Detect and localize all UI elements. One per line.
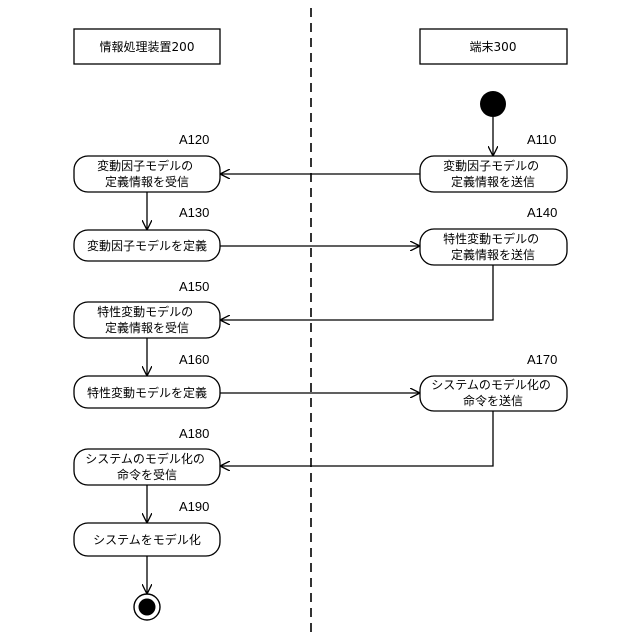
step-id-a140: A140 bbox=[527, 205, 557, 220]
step-id-a120: A120 bbox=[179, 132, 209, 147]
step-id-a170: A170 bbox=[527, 352, 557, 367]
action-a180-line-2: 命令を受信 bbox=[117, 467, 177, 482]
action-a190-line-1: システムをモデル化 bbox=[93, 532, 201, 547]
lane-header-left: 情報処理装置200 bbox=[100, 40, 195, 54]
step-id-a150: A150 bbox=[179, 279, 209, 294]
start-node bbox=[480, 91, 506, 117]
arrow-a140-to-a150 bbox=[221, 265, 493, 320]
action-a140-line-1: 特性変動モデルの bbox=[443, 231, 539, 246]
action-a170-line-2: 命令を送信 bbox=[463, 393, 523, 408]
action-a140-line-2: 定義情報を送信 bbox=[451, 247, 535, 262]
action-a160-line-1: 特性変動モデルを定義 bbox=[87, 385, 207, 400]
action-a110-line-1: 変動因子モデルの bbox=[443, 158, 539, 173]
step-id-a160: A160 bbox=[179, 352, 209, 367]
action-a120-line-1: 変動因子モデルの bbox=[97, 158, 193, 173]
action-a180-line-1: システムのモデル化の bbox=[85, 451, 205, 466]
lane-header-right: 端末300 bbox=[470, 40, 517, 54]
action-a130-line-1: 変動因子モデルを定義 bbox=[87, 238, 207, 253]
action-a110-line-2: 定義情報を送信 bbox=[451, 174, 535, 189]
action-a150-line-2: 定義情報を受信 bbox=[105, 320, 189, 335]
step-id-a180: A180 bbox=[179, 426, 209, 441]
end-node bbox=[139, 599, 156, 616]
step-id-a190: A190 bbox=[179, 499, 209, 514]
arrow-a170-to-a180 bbox=[221, 411, 493, 466]
action-a120-line-2: 定義情報を受信 bbox=[105, 174, 189, 189]
action-a150-line-1: 特性変動モデルの bbox=[97, 304, 193, 319]
action-a170-line-1: システムのモデル化の bbox=[431, 377, 551, 392]
step-id-a130: A130 bbox=[179, 205, 209, 220]
step-id-a110: A110 bbox=[527, 132, 556, 147]
